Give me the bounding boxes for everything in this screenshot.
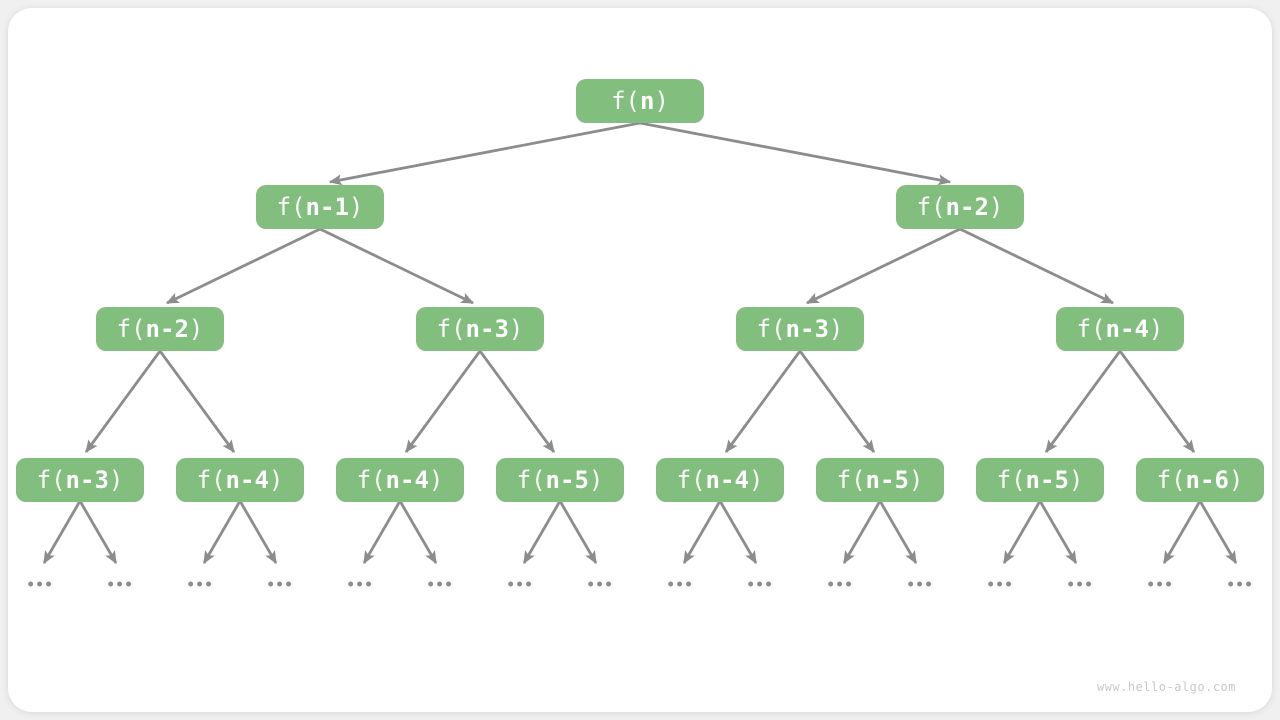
node-label-pre: f(	[996, 466, 1026, 494]
node-label-post: )	[108, 466, 124, 494]
ellipsis	[1228, 581, 1251, 587]
ellipsis	[908, 581, 931, 587]
node-label-post: )	[268, 466, 284, 494]
node-label-arg: n-4	[225, 466, 269, 494]
ellipsis	[188, 581, 211, 587]
node-label-arg: n-3	[785, 315, 829, 343]
tree-node: f(n-4)	[1056, 307, 1184, 351]
ellipsis	[1148, 581, 1171, 587]
node-label-pre: f(	[196, 466, 226, 494]
node-label-pre: f(	[116, 315, 146, 343]
tree-node: f(n-6)	[1136, 458, 1264, 502]
node-label-post: )	[654, 87, 669, 115]
tree-node: f(n-5)	[976, 458, 1104, 502]
tree-node: f(n-5)	[816, 458, 944, 502]
node-label-arg: n-5	[545, 466, 589, 494]
ellipsis	[268, 581, 291, 587]
node-label-arg: n-6	[1185, 466, 1229, 494]
node-label-pre: f(	[1156, 466, 1186, 494]
node-label-post: )	[428, 466, 444, 494]
tree-node-root: f(n)	[576, 79, 704, 123]
tree-node: f(n-3)	[416, 307, 544, 351]
tree-node: f(n-2)	[896, 185, 1024, 229]
node-label-post: )	[1068, 466, 1084, 494]
ellipsis	[348, 581, 371, 587]
ellipsis	[748, 581, 771, 587]
ellipsis	[28, 581, 51, 587]
node-label-post: )	[988, 193, 1004, 221]
tree-node: f(n-4)	[336, 458, 464, 502]
node-label-arg: n	[640, 87, 655, 115]
ellipsis	[1068, 581, 1091, 587]
node-label-pre: f(	[276, 193, 306, 221]
node-label-arg: n-4	[705, 466, 749, 494]
tree-node: f(n-3)	[16, 458, 144, 502]
ellipsis	[588, 581, 611, 587]
tree-node: f(n-1)	[256, 185, 384, 229]
node-label-pre: f(	[836, 466, 866, 494]
ellipsis	[668, 581, 691, 587]
node-label-arg: n-3	[65, 466, 109, 494]
node-label-post: )	[588, 466, 604, 494]
node-label-pre: f(	[1076, 315, 1106, 343]
node-label-arg: n-2	[945, 193, 989, 221]
tree-node: f(n-5)	[496, 458, 624, 502]
tree-node: f(n-3)	[736, 307, 864, 351]
tree-node: f(n-2)	[96, 307, 224, 351]
node-label-post: )	[1148, 315, 1164, 343]
node-label-arg: n-5	[865, 466, 909, 494]
node-label-post: )	[828, 315, 844, 343]
node-label-arg: n-2	[145, 315, 189, 343]
node-label-pre: f(	[36, 466, 66, 494]
node-label-pre: f(	[356, 466, 386, 494]
node-label-post: )	[748, 466, 764, 494]
ellipsis	[428, 581, 451, 587]
ellipsis	[828, 581, 851, 587]
node-label-pre: f(	[516, 466, 546, 494]
ellipsis	[988, 581, 1011, 587]
node-label-post: )	[508, 315, 524, 343]
node-label-arg: n-3	[465, 315, 509, 343]
node-label-post: )	[908, 466, 924, 494]
node-label-arg: n-1	[305, 193, 349, 221]
node-label-arg: n-4	[385, 466, 429, 494]
node-label-pre: f(	[916, 193, 946, 221]
node-label-pre: f(	[436, 315, 466, 343]
node-label-arg: n-4	[1105, 315, 1149, 343]
node-label-arg: n-5	[1025, 466, 1069, 494]
node-label-pre: f(	[756, 315, 786, 343]
node-label-post: )	[1228, 466, 1244, 494]
node-label-post: )	[348, 193, 364, 221]
tree-node: f(n-4)	[656, 458, 784, 502]
watermark: www.hello-algo.com	[1096, 680, 1236, 694]
node-label-post: )	[188, 315, 204, 343]
tree-node: f(n-4)	[176, 458, 304, 502]
ellipsis	[108, 581, 131, 587]
node-label-pre: f(	[611, 87, 640, 115]
node-label-pre: f(	[676, 466, 706, 494]
ellipsis	[508, 581, 531, 587]
